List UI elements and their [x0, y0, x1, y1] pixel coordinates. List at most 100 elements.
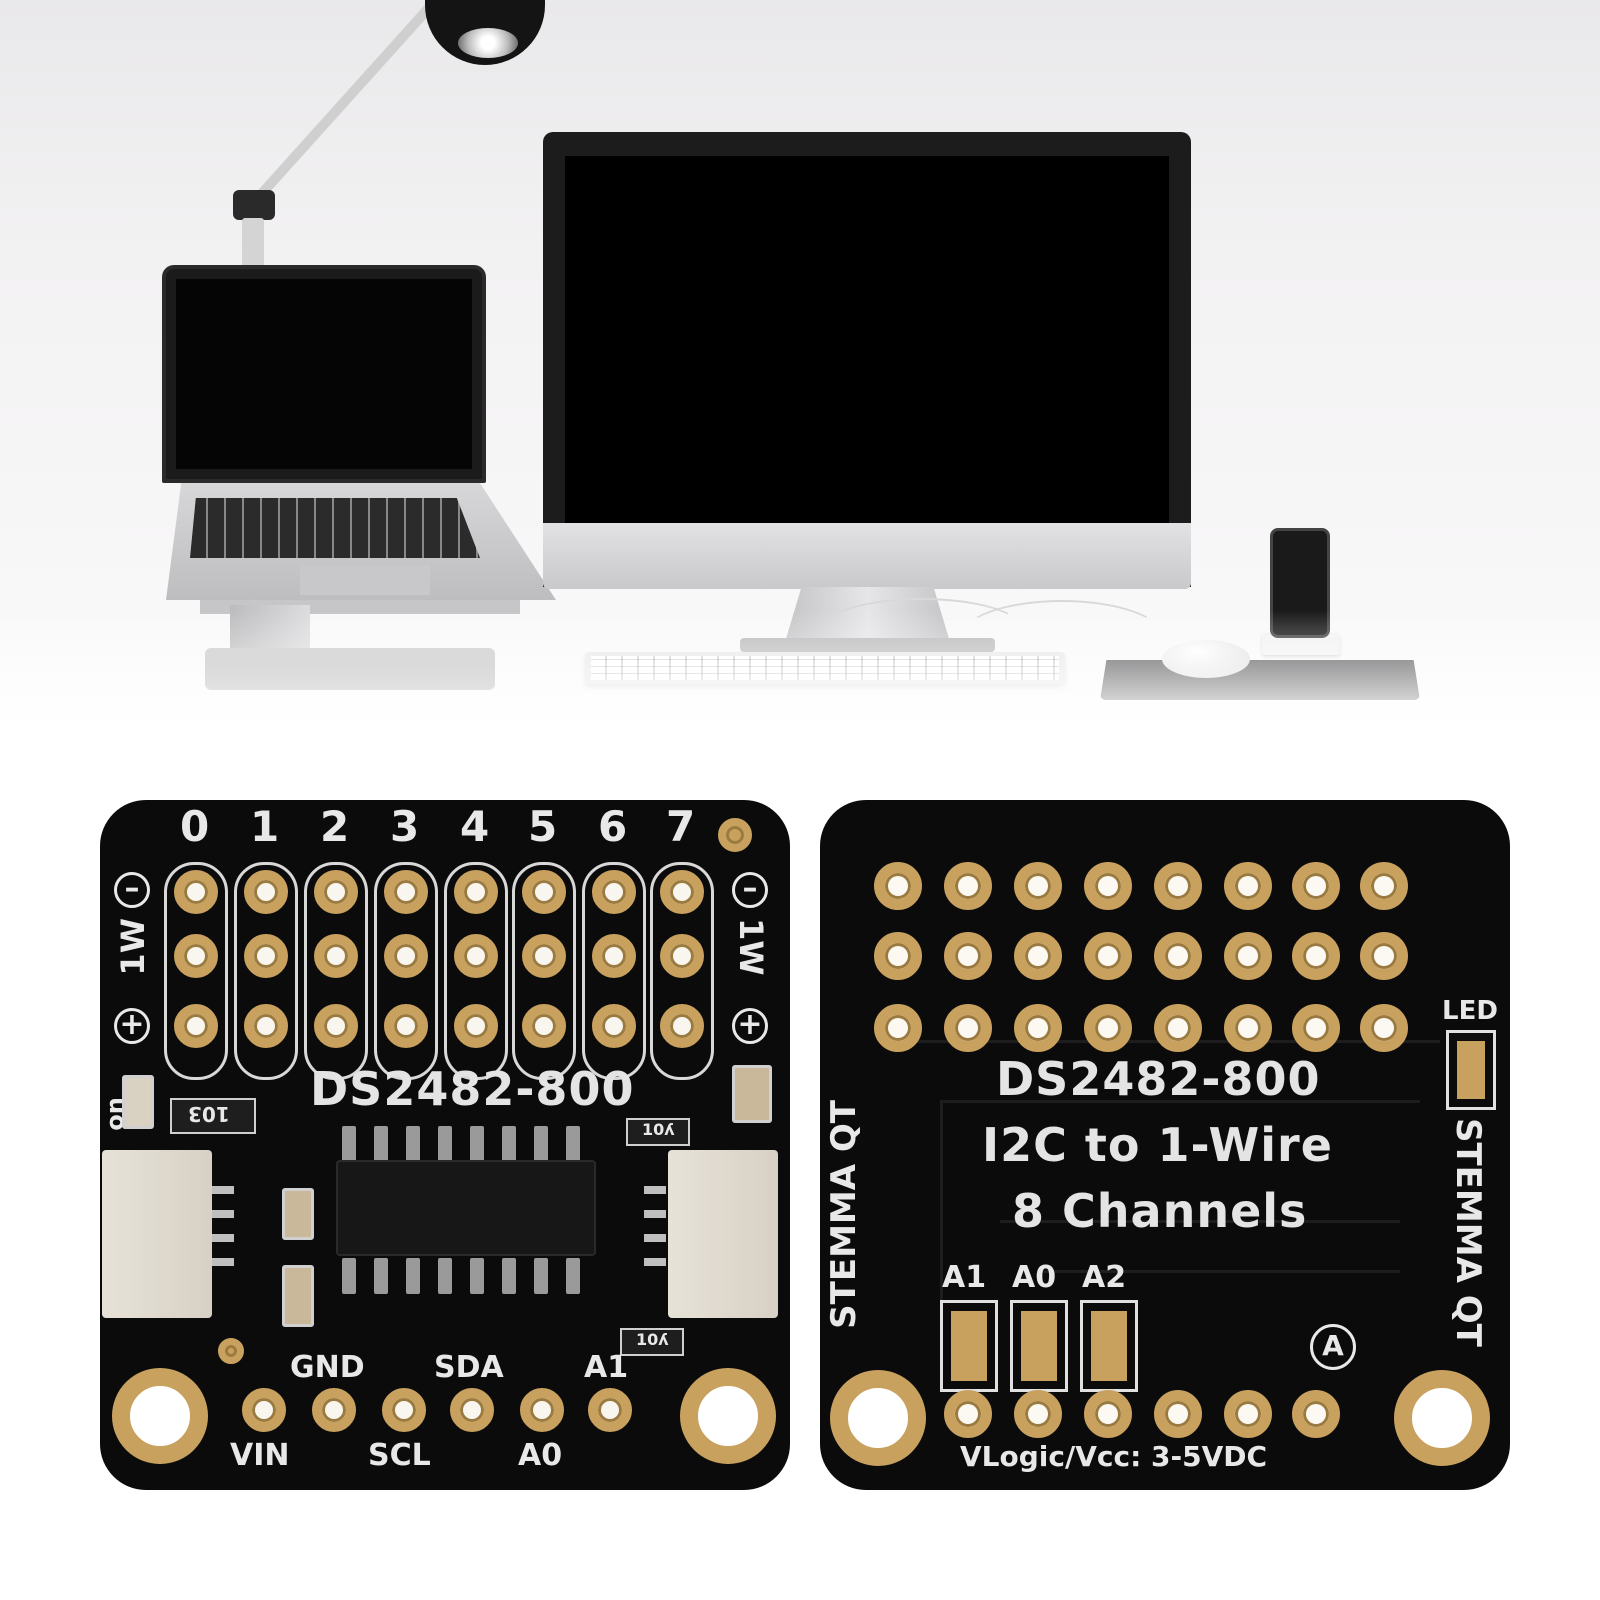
stemma-qt-connector-left	[102, 1150, 212, 1318]
header-pad	[314, 1004, 358, 1048]
chip-pin	[534, 1126, 548, 1162]
channel-label: 0	[180, 802, 210, 851]
header-pad	[874, 1004, 922, 1052]
header-pad	[384, 934, 428, 978]
chip-pin	[470, 1258, 484, 1294]
breakout-pad	[312, 1388, 356, 1432]
header-pad	[1084, 862, 1132, 910]
header-pad	[314, 870, 358, 914]
channel-label: 4	[460, 802, 490, 851]
header-pad	[244, 934, 288, 978]
pin-label-vin: VIN	[230, 1438, 290, 1473]
header-pad	[874, 862, 922, 910]
chip-pin	[406, 1126, 420, 1162]
back-title-line-3: 8 Channels	[1012, 1184, 1308, 1238]
pcb-trace	[940, 1100, 1420, 1103]
resistor-array: 103	[170, 1098, 256, 1134]
address-jumper-a1	[940, 1300, 998, 1392]
mounting-hole	[680, 1368, 776, 1464]
capacitor	[732, 1065, 772, 1123]
channel-outline	[234, 862, 298, 1080]
pin-label-a1: A1	[584, 1350, 629, 1385]
chip-pin	[342, 1258, 356, 1294]
header-pad	[592, 870, 636, 914]
chip-pin	[502, 1258, 516, 1294]
header-pad	[1224, 1004, 1272, 1052]
header-pad	[244, 1004, 288, 1048]
jumper-pad	[951, 1311, 987, 1381]
laptop-trackpad	[300, 565, 430, 595]
pcb-trace	[1000, 1220, 1400, 1223]
back-title-line-1: DS2482-800	[996, 1052, 1321, 1106]
header-pad	[944, 862, 992, 910]
breakout-pad	[1224, 1390, 1272, 1438]
header-pad	[660, 934, 704, 978]
header-pad	[944, 932, 992, 980]
channel-outline	[582, 862, 646, 1080]
monitor-screen	[565, 156, 1169, 565]
capacitor	[282, 1265, 314, 1327]
lamp-arm-upper	[251, 0, 437, 205]
header-pad	[1084, 1004, 1132, 1052]
header-pad	[522, 870, 566, 914]
pcb-trace	[1040, 1270, 1400, 1273]
header-pad	[944, 1004, 992, 1052]
chip-pin	[534, 1258, 548, 1294]
breakout-pad	[1292, 1390, 1340, 1438]
breakout-pad	[520, 1388, 564, 1432]
header-pad	[174, 1004, 218, 1048]
plus-symbol: +	[732, 1008, 768, 1044]
chip-pin	[438, 1258, 452, 1294]
header-pad	[1360, 1004, 1408, 1052]
led-label: LED	[1442, 996, 1498, 1026]
fiducial	[218, 1338, 244, 1364]
monitor-chin	[543, 523, 1191, 589]
header-pad	[592, 934, 636, 978]
chip-pin	[374, 1126, 388, 1162]
channel-label: 5	[528, 802, 558, 851]
breakout-pad	[450, 1388, 494, 1432]
voltage-label: VLogic/Vcc: 3-5VDC	[960, 1440, 1268, 1473]
laptop-lid	[162, 265, 486, 483]
header-pad	[1292, 932, 1340, 980]
fiducial	[718, 818, 752, 852]
header-pad	[1224, 862, 1272, 910]
jumper-pad	[1021, 1311, 1057, 1381]
monitor-body	[543, 132, 1191, 587]
onewire-label-left: 1W	[114, 918, 152, 976]
breakout-pad	[1154, 1390, 1202, 1438]
header-pad	[454, 1004, 498, 1048]
header-pad	[660, 1004, 704, 1048]
connector-pin	[212, 1186, 234, 1194]
jumper-label-a2: A2	[1082, 1260, 1127, 1295]
channel-outline	[444, 862, 508, 1080]
circle-a-symbol: A	[1310, 1324, 1356, 1370]
header-pad	[1292, 1004, 1340, 1052]
connector-pin	[212, 1234, 234, 1242]
chip-pin	[406, 1258, 420, 1294]
stemma-qt-connector-right	[668, 1150, 778, 1318]
channel-label: 7	[666, 802, 696, 851]
resistor-code: 10ʎ	[636, 1330, 669, 1349]
channel-label: 3	[390, 802, 420, 851]
channel-outline	[374, 862, 438, 1080]
channel-outline	[650, 862, 714, 1080]
desk-lamp-joint	[233, 190, 275, 220]
onewire-label-right: 1W	[732, 918, 770, 976]
header-pad	[1014, 862, 1062, 910]
mounting-hole	[112, 1368, 208, 1464]
chip-pin	[566, 1126, 580, 1162]
header-pad	[1154, 1004, 1202, 1052]
chip-pin	[502, 1126, 516, 1162]
header-pad	[174, 934, 218, 978]
desk-scene-photo	[0, 0, 1600, 730]
header-pad	[1292, 862, 1340, 910]
header-pad	[244, 870, 288, 914]
header-pad	[1360, 932, 1408, 980]
resistor-code: 10ʎ	[642, 1120, 675, 1139]
pin-label-a0: A0	[518, 1438, 563, 1473]
header-pad	[874, 932, 922, 980]
channel-outline	[304, 862, 368, 1080]
header-pad	[660, 870, 704, 914]
mounting-hole	[1394, 1370, 1490, 1466]
